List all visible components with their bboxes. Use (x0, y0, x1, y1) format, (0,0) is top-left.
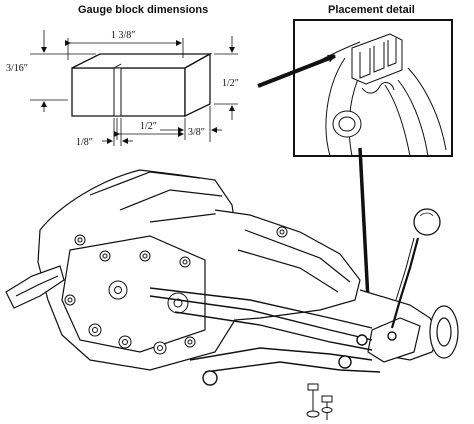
placement-detail-box (293, 19, 453, 157)
shift-lever-icon (390, 208, 441, 329)
gauge-block-title: Gauge block dimensions (78, 4, 209, 16)
shift-linkage (149, 287, 397, 386)
gauge-block-front-face (71, 67, 186, 117)
dim-end-depth: 3/8″ (188, 127, 205, 138)
arrow-to-detail-icon (257, 54, 336, 88)
cover-bolts (64, 226, 288, 355)
extension-housing (214, 209, 361, 321)
transmission (5, 169, 459, 371)
dim-slot-width: 1/8″ (76, 137, 93, 148)
placement-detail-title: Placement detail (328, 4, 415, 16)
dim-slot-offset: 1/2″ (140, 121, 157, 132)
loose-bolts (306, 383, 333, 420)
gauge-block-end-face (184, 52, 211, 118)
gauge-dimension-lines (30, 30, 238, 146)
dim-right-height: 1/2″ (222, 78, 239, 89)
dim-length: 1 3/8″ (111, 30, 136, 41)
dim-left-height: 3/16″ (6, 63, 28, 74)
side-cover-plate (61, 235, 206, 353)
arrow-to-linkage-icon (358, 147, 372, 301)
gauge-block (71, 52, 213, 118)
